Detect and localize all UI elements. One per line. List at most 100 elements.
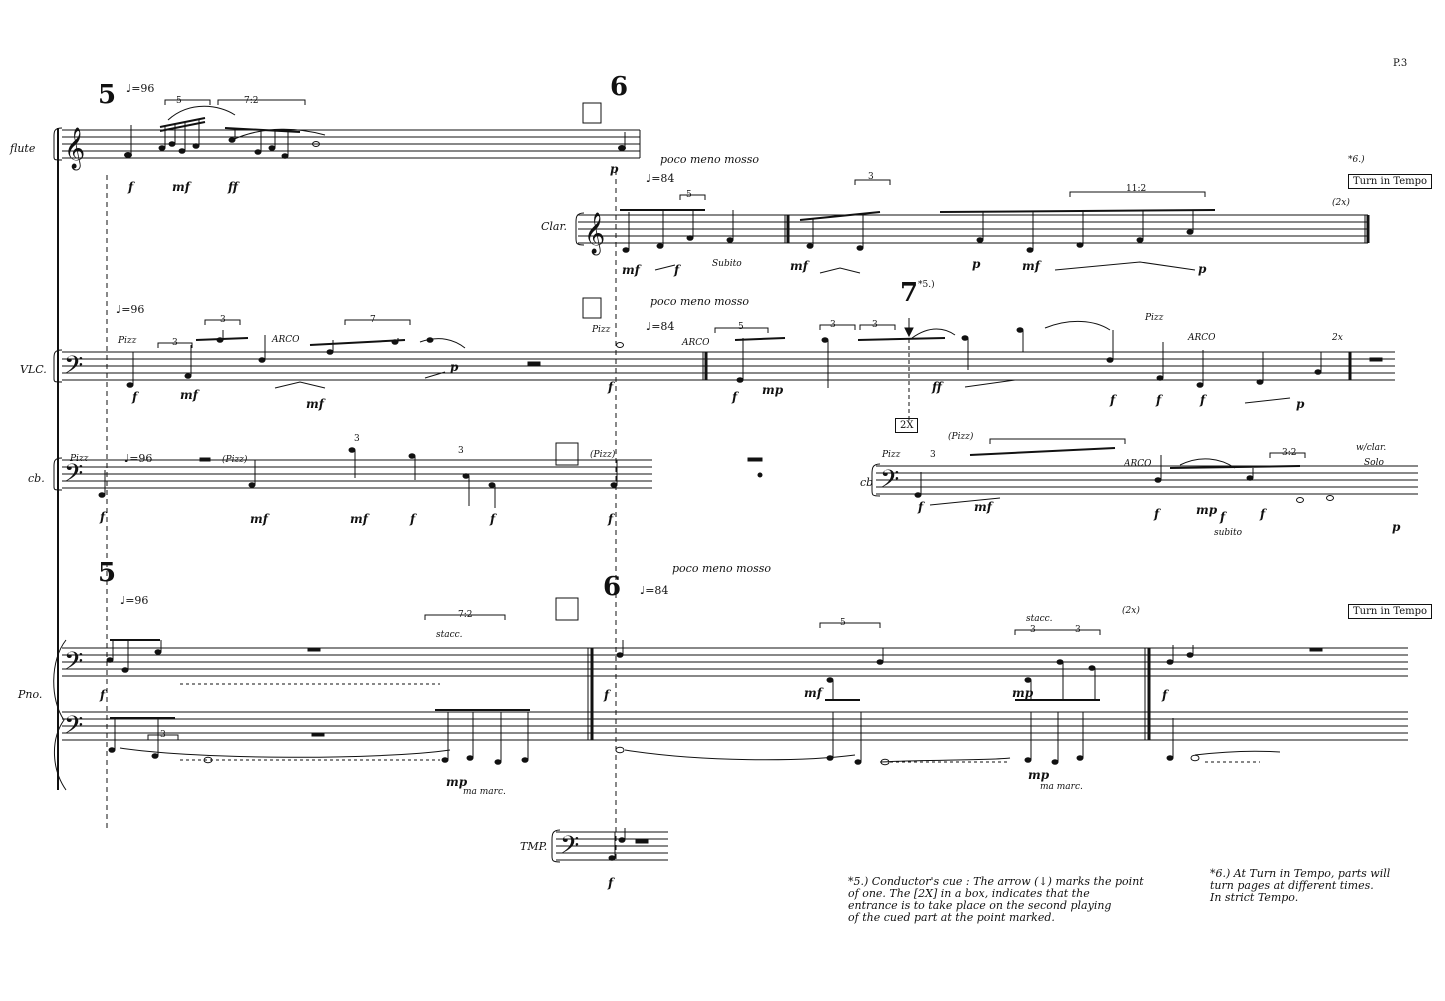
- turn-in-tempo-box-top: Turn in Tempo: [1348, 174, 1433, 189]
- pizz-cello-3: Pizz: [1145, 313, 1164, 323]
- dyn-mp-bass-cue: mp: [1196, 503, 1218, 517]
- clarinet-staff: [578, 214, 1368, 244]
- instrument-label-bass-cue: cb: [860, 476, 874, 489]
- pizz-bass-1: Pizz: [70, 454, 89, 464]
- tempo-96-flute: ♩=96: [126, 82, 155, 95]
- dyn-f-cello-4: f: [1110, 393, 1116, 407]
- w-clar-bass-cue: w/clar.: [1356, 443, 1387, 453]
- svg-text:𝄢: 𝄢: [560, 831, 579, 866]
- footnote-6-turn-in-tempo: *6.) At Turn in Tempo, parts will turn p…: [1210, 867, 1391, 904]
- dyn-f-bass-cue-2: f: [1154, 507, 1160, 521]
- dyn-f-flute: f: [128, 180, 134, 194]
- cue-box-2x: 2X: [895, 418, 919, 433]
- tuplet-7-cello: 7: [370, 315, 376, 325]
- tuplet-3-piano-b: 3: [1075, 625, 1081, 635]
- footnote-ref-6: *6.): [1348, 155, 1365, 165]
- tuplet-3-bass-a: 3: [354, 434, 360, 444]
- dyn-mf-bass-cue: mf: [974, 500, 992, 514]
- dyn-f-piano-3: f: [1162, 688, 1168, 702]
- arco-cello-2: ARCO: [682, 338, 710, 348]
- arco-cello-1: ARCO: [272, 335, 300, 345]
- pizz-cello-2: Pizz: [592, 325, 611, 335]
- dyn-mp-piano-1: mp: [1012, 686, 1034, 700]
- rehearsal-mark-5-piano: 5: [98, 558, 117, 588]
- ma-marc-piano-2: ma marc.: [1040, 782, 1083, 792]
- dyn-p-cello-1: p: [450, 360, 459, 374]
- dyn-ff-cello: ff: [932, 380, 942, 394]
- x2-cello: 2x: [1332, 333, 1343, 343]
- svg-text:𝄞: 𝄞: [64, 127, 85, 170]
- pizz-paren-bass-cue: (Pizz): [948, 432, 974, 442]
- bass-staff: [62, 459, 652, 489]
- tuplet-3-cello-b: 3: [220, 315, 226, 325]
- tuplet-3-bass-cue: 3: [930, 450, 936, 460]
- bass-cue-staff: [876, 465, 1418, 495]
- tempo-poco-meno-mosso-piano: poco meno mosso: [672, 562, 772, 575]
- svg-text:𝄢: 𝄢: [64, 351, 83, 386]
- tuplet-5-cello: 5: [738, 322, 744, 332]
- dyn-f-cello-5: f: [1156, 393, 1162, 407]
- tuplet-3-clar: 3: [868, 172, 874, 182]
- dyn-f-bass-2: f: [410, 512, 416, 526]
- dyn-mp-piano-2: mp: [446, 775, 468, 789]
- svg-text:𝄢: 𝄢: [880, 465, 899, 500]
- dyn-p-bass-cue: p: [1392, 520, 1401, 534]
- dyn-p-clar-2: p: [1198, 262, 1207, 276]
- dyn-f-bass-cue-3: f: [1220, 510, 1226, 524]
- svg-text:𝄢: 𝄢: [64, 459, 83, 494]
- tuplet-5-piano: 5: [840, 618, 846, 628]
- ma-marc-piano-1: ma marc.: [463, 787, 506, 797]
- rehearsal-7-footnote-ref: *5.): [918, 280, 935, 290]
- rehearsal-mark-6-piano: 6: [603, 572, 622, 602]
- tempo-84-clar: ♩=84: [646, 172, 675, 185]
- dyn-f-clar: f: [674, 263, 680, 277]
- dyn-f-piano-1: f: [100, 688, 106, 702]
- dyn-p-clar-1: p: [972, 257, 981, 271]
- dyn-mf-flute: mf: [172, 180, 190, 194]
- dyn-mp-piano-3: mp: [1028, 768, 1050, 782]
- instrument-label-piano: Pno.: [18, 688, 43, 701]
- dyn-mf-cello-1: mf: [180, 388, 198, 402]
- tuplet-72-flute: 7:2: [244, 96, 259, 106]
- pizz-cello-1: Pizz: [118, 336, 137, 346]
- cello-staff: [62, 351, 1395, 381]
- arco-bass-cue: ARCO: [1124, 459, 1152, 469]
- page-number: P.3: [1393, 58, 1408, 69]
- dyn-f-cello-3: f: [732, 390, 738, 404]
- tuplet-3-cello-a: 3: [172, 338, 178, 348]
- dyn-f-bass-cue-1: f: [918, 500, 924, 514]
- svg-text:𝄞: 𝄞: [584, 212, 605, 255]
- tuplet-3-piano-a: 3: [1030, 625, 1036, 635]
- tuplet-32-bass-cue: 3:2: [1282, 448, 1297, 458]
- dyn-mf-bass-1: mf: [250, 512, 268, 526]
- x2-clar: (2x): [1332, 198, 1350, 208]
- dyn-f-bass-cue-4: f: [1260, 507, 1266, 521]
- dyn-mf-clar-3: mf: [1022, 259, 1040, 273]
- tuplet-5-clar: 5: [686, 190, 692, 200]
- dyn-p-cello-2: p: [1296, 397, 1305, 411]
- svg-text:𝄢: 𝄢: [64, 711, 83, 746]
- pizz-bass-cue: Pizz: [882, 450, 901, 460]
- piano-lower-staff: [62, 711, 1408, 741]
- arco-cello-3: ARCO: [1188, 333, 1216, 343]
- dyn-p-flute: p: [610, 162, 619, 176]
- tempo-96-bass: ♩=96: [124, 452, 153, 465]
- dyn-mf-piano: mf: [804, 686, 822, 700]
- pizz-paren-bass-1: (Pizz): [222, 455, 248, 465]
- dyn-mf-clar-2: mf: [790, 259, 808, 273]
- tempo-poco-meno-mosso-clar: poco meno mosso: [660, 153, 760, 166]
- tuplet-112-clar: 11:2: [1126, 184, 1147, 194]
- instrument-label-flute: flute: [10, 142, 36, 155]
- solo-bass-cue: Solo: [1364, 458, 1384, 468]
- tuplet-3-bass-b: 3: [458, 446, 464, 456]
- subito-bass-cue: subito: [1214, 528, 1243, 538]
- x2-piano: (2x): [1122, 606, 1140, 616]
- dyn-f-bass-3: f: [490, 512, 496, 526]
- footnote-5-conductor-cue: *5.) Conductor's cue : The arrow (↓) mar…: [848, 875, 1144, 924]
- tuplet-3-cello-c: 3: [830, 320, 836, 330]
- dyn-mf-clar-1: mf: [622, 263, 640, 277]
- pizz-paren-bass-2: (Pizz): [590, 450, 616, 460]
- tuplet-5-flute: 5: [176, 96, 182, 106]
- svg-text:𝄢: 𝄢: [64, 647, 83, 682]
